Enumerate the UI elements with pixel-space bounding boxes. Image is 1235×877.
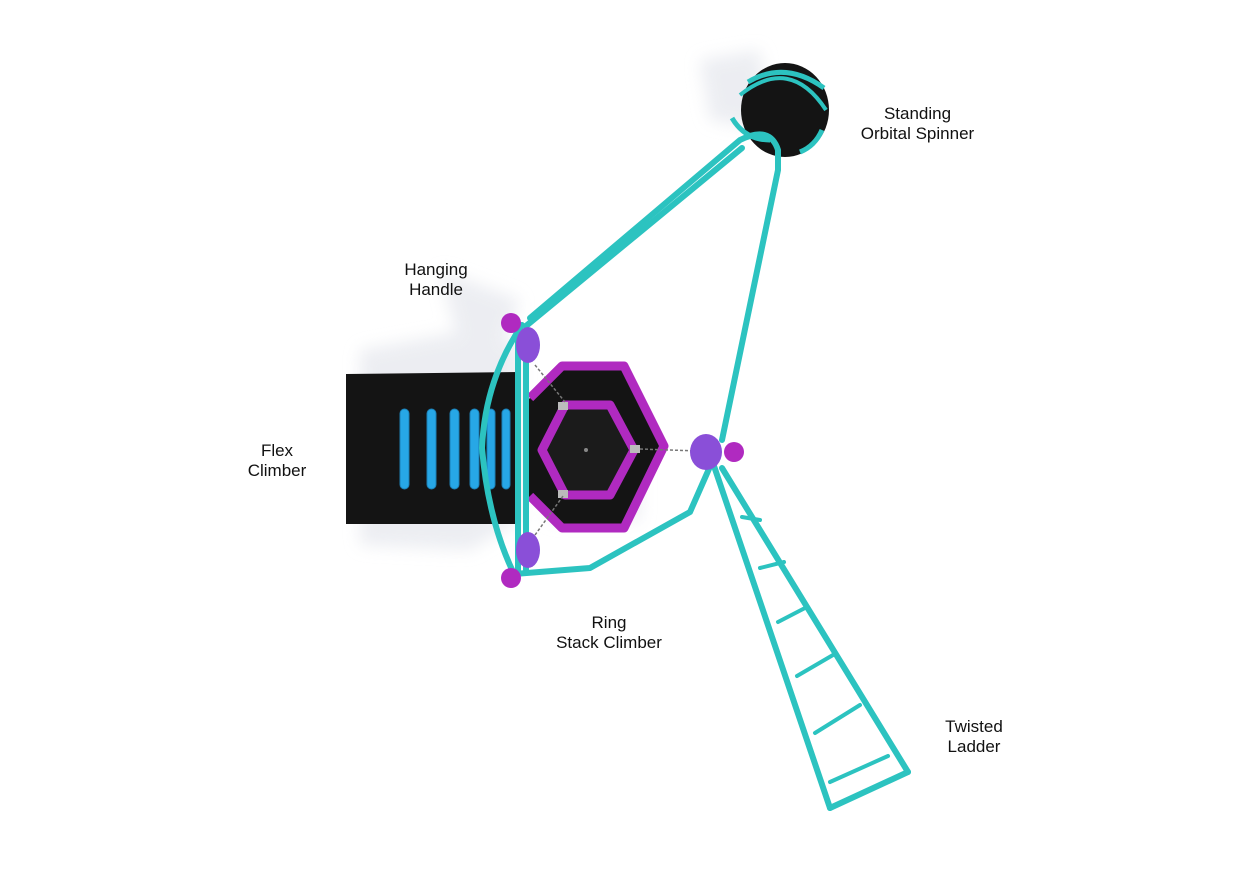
clamp-bottom [501,532,540,588]
ladder-rungs [740,515,890,784]
label-line: Twisted [945,717,1003,736]
label-line: Hanging [404,260,468,279]
flex-climber-rungs [399,408,511,490]
label-flex-climber: Flex Climber [232,441,322,481]
clamp-top [501,313,540,363]
teal-frame [479,131,911,811]
label-line: Ring [591,613,627,632]
label-line: Ladder [947,737,1001,756]
frame-clamps [501,313,744,588]
label-hanging-handle: Hanging Handle [388,260,484,300]
ring-stack-climber [526,361,699,536]
ring-clamps [558,402,640,498]
label-line: Orbital Spinner [860,124,975,143]
label-line: Flex [260,441,294,460]
label-standing-orbital-spinner: Standing Orbital Spinner [850,104,985,144]
cables [534,364,699,536]
flex-climber [346,372,520,524]
label-line: Stack Climber [556,633,662,652]
label-line: Handle [409,280,463,299]
clamp-right [690,434,744,470]
label-ring-stack-climber: Ring Stack Climber [544,613,674,653]
label-line: Climber [247,461,307,480]
label-line: Standing [883,104,952,123]
label-twisted-ladder: Twisted Ladder [928,717,1020,757]
